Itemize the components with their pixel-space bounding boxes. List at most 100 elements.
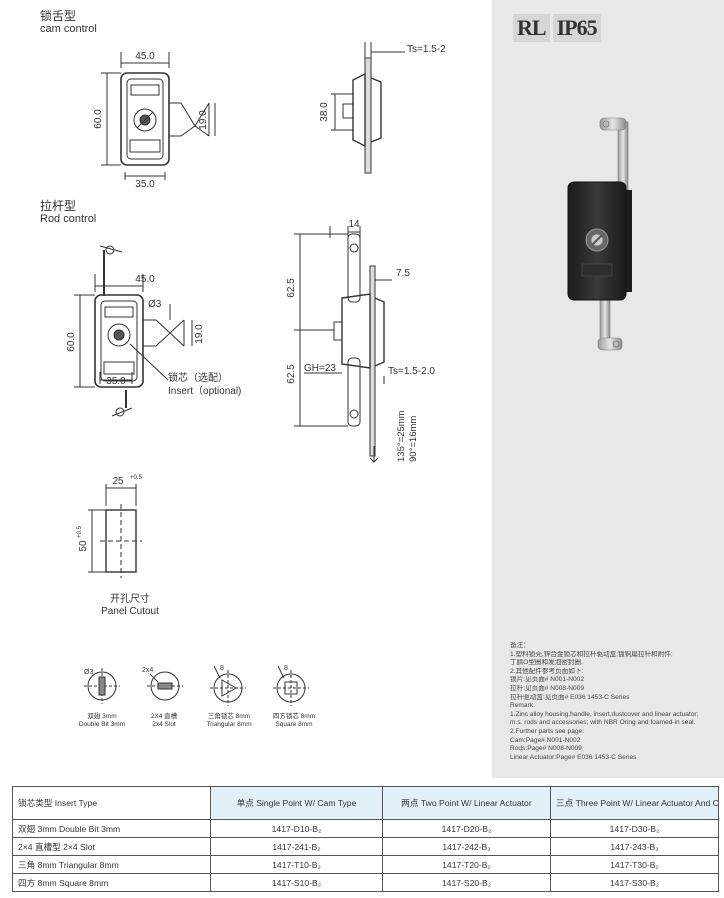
product-lock-side (626, 190, 632, 292)
insert-caption-cn: 2X4 直槽 (150, 713, 178, 720)
rod-upper-length-label: 62.5 (286, 278, 297, 298)
rod-width-label: 45.0 (135, 274, 155, 285)
cam-tongue (169, 102, 210, 137)
rod-bottom-clip (111, 407, 133, 417)
cutout-height-tol: +0.5 (77, 525, 83, 538)
table-row: 2×4 直槽型 2×4 Slot 1417-241-B₂ 1417-242-B₂… (12, 837, 719, 856)
cutout-caption-en: Panel Cutout (101, 606, 159, 617)
remark-line: Linear Actuator:Page# E036 1453-C Series (510, 753, 637, 761)
rod-panel-plate (369, 265, 376, 457)
cam-front-view: 45.0 60.0 19.0 35.0 (93, 51, 216, 188)
remark-line: Remark: (510, 702, 535, 710)
panel-cutout-caption: 开孔尺寸 Panel Cutout (92, 594, 168, 618)
remark-line: 丁腈O型圈和发泡密封圈. (510, 659, 583, 667)
header-single-point: 单点 Single Point W/ Cam Type (210, 786, 383, 820)
rl-badge: RL (513, 14, 550, 42)
rod-gh-label: GH=23 (304, 363, 336, 374)
angle-90-label: 90°=16mm (408, 416, 419, 462)
insert-caption-cn: 双翅 3mm (87, 713, 117, 720)
insert-label-cn: 锁芯（选配） (168, 371, 228, 384)
remarks-block: 备注： 1.塑料锁壳,锌合金锁芯和拉杆驱动盒;镀铜扁拉杆和附件; 丁腈O型圈和发… (510, 642, 715, 762)
rod-insert-ring (107, 323, 131, 347)
table-row: 四方 8mm Square 8mm 1417-S10-B₂ 1417-S20-B… (12, 873, 719, 892)
rod-front-view: 45.0 60.0 19.0 Ø3 35.0 锁芯（选配） Insert（opt… (66, 245, 241, 417)
rod-ear-label: 19.0 (194, 324, 205, 344)
cam-insert-slot (136, 111, 154, 129)
cam-side-front (352, 72, 366, 148)
insert-slot-caption: 2X4 直槽 2x4 Slot (136, 713, 192, 729)
rod-control-title: 拉杆型 Rod control (40, 200, 96, 226)
rod-offset-label: 7.5 (396, 268, 410, 279)
cutout-width-label: 25 (112, 476, 124, 487)
cutout-caption-cn: 开孔尺寸 (110, 594, 150, 605)
angle-135-label: 135°=25mm (396, 410, 407, 462)
cam-ts-label: Ts=1.5-2.0 (407, 44, 445, 55)
remark-line: 1.Zinc alloy housing,handle, insert,dust… (510, 710, 699, 718)
rod-top-width-label: 14 (348, 219, 360, 230)
rod-top-clip (99, 245, 123, 253)
cutout-height-label: 50 (78, 540, 89, 552)
insert-caption-en: Square 8mm (275, 721, 313, 728)
cell-code: 1417-S30-B₂ (550, 873, 719, 892)
remark-line: 1.塑料锁壳,锌合金锁芯和拉杆驱动盒;镀铜扁拉杆和附件; (510, 650, 673, 658)
insert-caption-en: Triangular 8mm (206, 721, 252, 728)
table-row: 三角 8mm Triangular 8mm 1417-T10-B₂ 1417-T… (12, 855, 719, 874)
rod-tongue (143, 319, 185, 347)
remark-line: Cam:Page# N001-N002 (510, 736, 581, 744)
cutout-width-tol: +0.5 (130, 475, 143, 481)
rod-side-insert (333, 321, 343, 341)
product-dustcover (581, 263, 613, 277)
rod-side-top-pin (349, 243, 359, 253)
rod-lower-length-label: 62.5 (286, 364, 297, 384)
cam-side-view: Ts=1.5-2.0 38.0 (319, 42, 445, 174)
cam-width-label: 45.0 (135, 51, 155, 62)
rod-hole-label: Ø3 (148, 299, 162, 310)
product-rod-top (599, 117, 629, 193)
cam-title-cn: 锁舌型 (40, 9, 77, 23)
insert-triangular (210, 665, 246, 706)
remark-line: 锁片:见页面# N001-N002 (510, 676, 585, 684)
cell-code: 1417-242-B₂ (382, 837, 551, 856)
remark-line: 拉杆驱动盒:见页面# E036 1453-C Series (510, 693, 630, 701)
remark-line: m.s. rods and accessories; with NBR Orin… (510, 719, 696, 727)
part-number-table: 锁芯类型 Insert Type 单点 Single Point W/ Cam … (12, 786, 719, 892)
table-row: 双翅 3mm Double Bit 3mm 1417-D10-B₂ 1417-D… (12, 819, 719, 838)
rod-side-bottom (347, 357, 361, 427)
cell-code: 1417-D10-B₂ (210, 819, 383, 838)
remark-line: 备注： (510, 642, 530, 649)
insert-slot-dim: 2x4 (142, 667, 153, 674)
product-photo (567, 117, 632, 351)
rod-title-en: Rod control (40, 213, 97, 225)
rod-bottom-pin (115, 407, 125, 417)
cam-dustcover (129, 139, 161, 153)
cam-side-back (370, 77, 382, 143)
cam-height-label: 60.0 (93, 109, 104, 129)
product-insert-slot (591, 234, 603, 246)
rod-ts-label: Ts=1.5-2.0 (388, 366, 435, 377)
product-rod-bottom (597, 299, 623, 351)
insert-triangular-dim: 8 (220, 665, 224, 672)
rod-body-outline (94, 294, 144, 388)
rod-insert-core (113, 329, 125, 341)
insert-label-en: Insert（optional) (168, 385, 241, 397)
insert-caption-cn: 三角锁芯 8mm (207, 713, 251, 720)
insert-leader (129, 343, 169, 381)
rod-height-label: 60.0 (66, 332, 77, 352)
cam-title-en: cam control (40, 23, 97, 35)
insert-slot (147, 671, 183, 701)
cam-bottom-label: 35.0 (135, 179, 155, 188)
remark-line: 2.其他配件参考页面如下: (510, 667, 584, 675)
remark-line: 拉杆:见页面# N008-N009 (510, 684, 585, 692)
insert-square-caption: 四方锁芯 8mm Square 8mm (264, 713, 324, 729)
drawing-area: 锁舌型 cam control 45.0 60.0 19.0 (40, 9, 445, 729)
cam-label-slot (130, 84, 160, 96)
table-header-row: 锁芯类型 Insert Type 单点 Single Point W/ Cam … (12, 786, 719, 820)
cell-code: 1417-D30-B₂ (550, 819, 719, 838)
rod-title-cn: 拉杆型 (40, 199, 77, 213)
insert-double-bit (84, 668, 120, 704)
panel-cutout-drawing: 25 +0.5 50 +0.5 (77, 475, 143, 578)
cam-insert-ring (133, 108, 157, 132)
cell-code: 1417-243-B₂ (550, 837, 719, 856)
cell-code: 1417-T30-B₂ (550, 855, 719, 874)
insert-square-dim: 8 (284, 665, 288, 672)
